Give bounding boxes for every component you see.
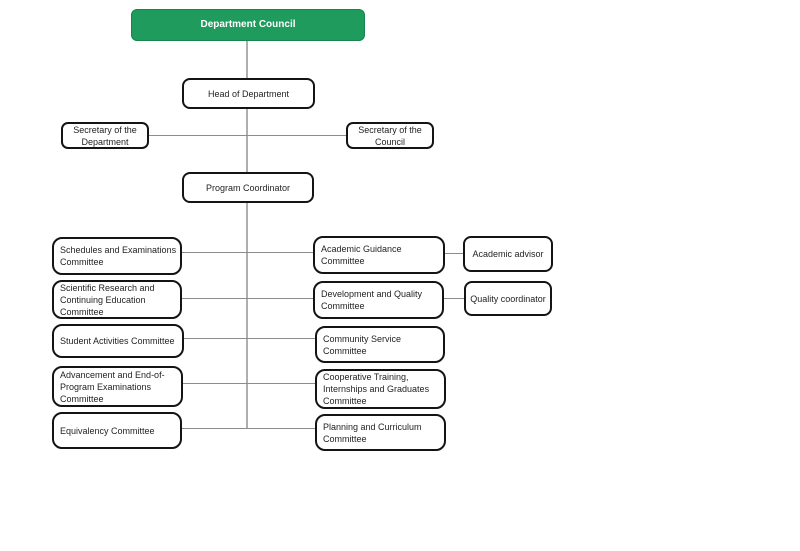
node-equivalency-committee: Equivalency Committee	[52, 412, 182, 449]
node-secretary-of-the-department: Secretary of the Department	[61, 122, 149, 149]
connector-line	[444, 298, 464, 299]
connector-line	[183, 383, 315, 384]
connector-line	[246, 109, 248, 172]
connector-line	[445, 253, 463, 254]
node-program-coordinator: Program Coordinator	[182, 172, 314, 203]
node-schedules-and-examinations-committee: Schedules and Examinations Committee	[52, 237, 182, 275]
connector-line	[182, 252, 313, 253]
connector-line	[182, 298, 313, 299]
connector-line	[246, 203, 248, 428]
node-advancement-and-end-of-program-examinations-committee: Advancement and End-of- Program Examinat…	[52, 366, 183, 407]
node-scientific-research-and-continuing-education-committee: Scientific Research and Continuing Educa…	[52, 280, 182, 319]
node-academic-guidance-committee: Academic Guidance Committee	[313, 236, 445, 274]
connector-line	[246, 41, 248, 78]
connector-line	[149, 135, 346, 136]
node-academic-advisor: Academic advisor	[463, 236, 553, 272]
node-quality-coordinator: Quality coordinator	[464, 281, 552, 316]
node-cooperative-training-internships-and-graduates-committee: Cooperative Training, Internships and Gr…	[315, 369, 446, 409]
connector-line	[182, 428, 315, 429]
node-planning-and-curriculum-committee: Planning and Curriculum Committee	[315, 414, 446, 451]
node-development-and-quality-committee: Development and Quality Committee	[313, 281, 444, 319]
connector-line	[184, 338, 315, 339]
node-department-council: Department Council	[131, 9, 365, 41]
node-head-of-department: Head of Department	[182, 78, 315, 109]
node-community-service-committee: Community Service Committee	[315, 326, 445, 363]
node-student-activities-committee: Student Activities Committee	[52, 324, 184, 358]
node-secretary-of-the-council: Secretary of the Council	[346, 122, 434, 149]
